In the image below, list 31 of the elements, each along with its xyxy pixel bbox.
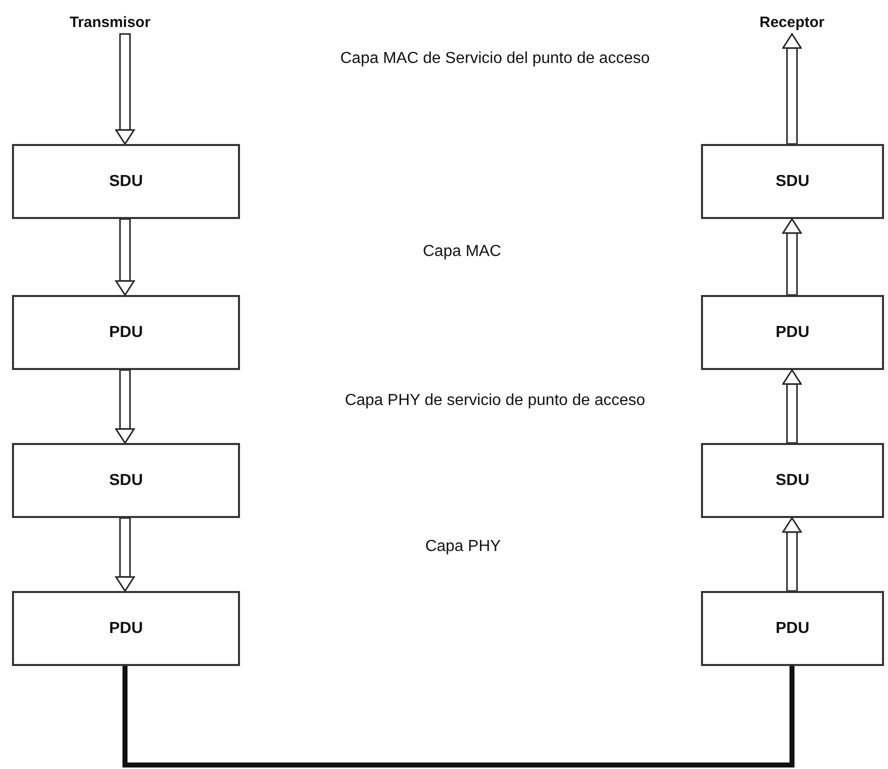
hollow-arrow — [782, 33, 802, 145]
connector-line — [122, 666, 794, 768]
box-label: PDU — [776, 620, 810, 638]
hollow-arrow — [115, 33, 135, 145]
process-box — [12, 591, 240, 666]
hollow-arrow — [782, 517, 802, 592]
process-box — [701, 591, 884, 666]
hollow-arrow — [115, 517, 135, 592]
process-box — [12, 295, 240, 370]
hollow-arrow — [115, 218, 135, 296]
process-box — [12, 443, 240, 518]
process-box — [12, 144, 240, 219]
box-label: SDU — [109, 172, 143, 190]
hollow-arrow — [115, 369, 135, 444]
process-box — [701, 144, 884, 219]
column-heading: Transmisor — [70, 14, 150, 30]
box-label: SDU — [776, 172, 810, 190]
box-label: SDU — [109, 472, 143, 490]
layer-label: Capa MAC de Servicio del punto de acceso — [340, 50, 650, 68]
hollow-arrow — [782, 218, 802, 296]
box-label: PDU — [109, 620, 143, 638]
process-box — [701, 443, 884, 518]
hollow-arrow — [782, 369, 802, 444]
column-heading: Receptor — [759, 14, 825, 30]
layer-label: Capa PHY — [425, 538, 501, 556]
layer-label: Capa PHY de servicio de punto de acceso — [344, 392, 646, 410]
box-label: PDU — [109, 324, 143, 342]
layer-label: Capa MAC — [422, 243, 502, 261]
process-box — [701, 295, 884, 370]
box-label: PDU — [776, 324, 810, 342]
box-label: SDU — [776, 472, 810, 490]
